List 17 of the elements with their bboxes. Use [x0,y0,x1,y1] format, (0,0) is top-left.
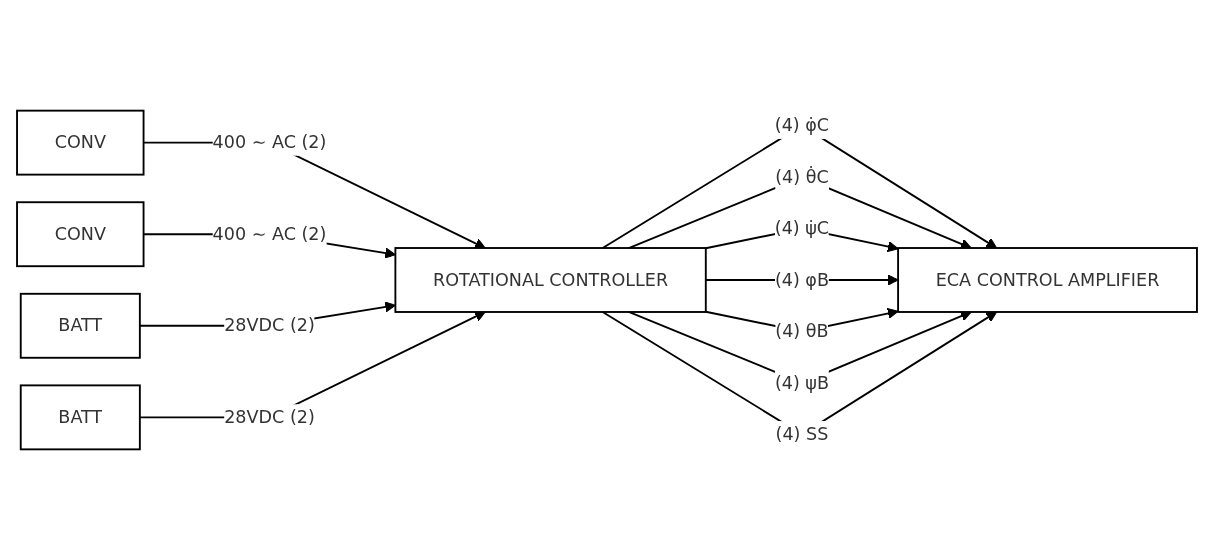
edge-label: 400 ∼ AC (2) [212,223,326,244]
edge-label: 28VDC (2) [223,406,315,427]
node-box: CONV [15,109,144,176]
edge-label: (4) ψB [774,372,829,393]
edge-label: (4) SS [775,423,828,444]
edge-label: (4) φB [774,269,829,290]
node-box: CONV [15,201,144,268]
edge-label: 400 ∼ AC (2) [212,131,326,153]
node-box: BATT [19,384,141,451]
edge-label: (4) φ̇C [774,115,829,136]
node-box: ECA CONTROL AMPLIFIER [896,247,1198,313]
edge-label: (4) θ̇C [774,166,829,187]
edge-label: (4) ψ̇C [774,217,829,238]
edge-label: (4) θB [774,320,829,341]
node-box: BATT [19,292,141,359]
edge-label: 28VDC (2) [223,315,315,336]
node-box: ROTATIONAL CONTROLLER [393,247,707,313]
